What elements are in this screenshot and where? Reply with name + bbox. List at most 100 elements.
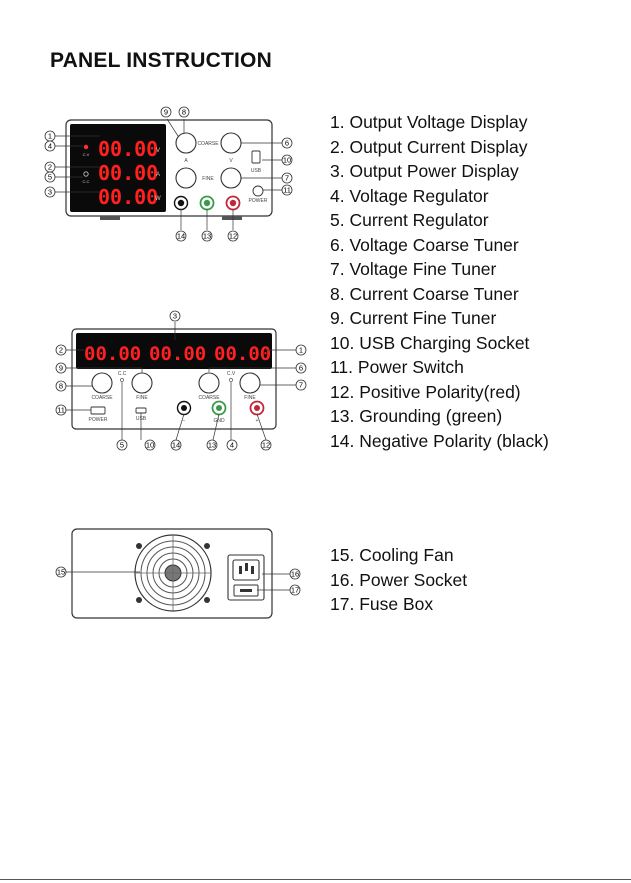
legend-item: 4. Voltage Regulator	[330, 185, 489, 206]
legend-item: 14. Negative Polarity (black)	[330, 430, 549, 451]
callout-16: 16	[291, 570, 299, 579]
callout-13: 13	[203, 232, 211, 241]
callout-13: 13	[208, 441, 216, 450]
coarse-label: COARSE	[198, 395, 220, 401]
callout-circles	[55, 566, 301, 596]
legend-item: 1. Output Voltage Display	[330, 112, 528, 132]
cv-led	[229, 378, 233, 382]
legend-item: 13. Grounding (green)	[330, 406, 503, 426]
usb-label: USB	[251, 168, 262, 174]
legend-item: 7. Voltage Fine Tuner	[330, 259, 497, 279]
power-label: POWER	[89, 417, 108, 423]
callout-3: 3	[173, 312, 177, 321]
voltage-display: 00.00	[98, 137, 158, 161]
current-coarse-knob[interactable]	[175, 132, 197, 154]
legend-item: 2. Output Current Display	[330, 136, 528, 157]
rear-panel: 15 16 17	[55, 528, 301, 619]
callout-17: 17	[291, 586, 299, 595]
leader-lines	[66, 571, 290, 591]
callout-circles	[55, 310, 307, 451]
current-fine-knob[interactable]	[175, 167, 197, 189]
callout-2: 2	[59, 346, 63, 355]
minus-label: −	[183, 418, 186, 424]
legend-item: 3. Output Power Display	[330, 161, 519, 181]
fine-label: FINE	[136, 395, 148, 401]
current-display: 00.00	[98, 161, 158, 185]
display-window	[76, 333, 272, 369]
voltage-display: 00.00	[214, 343, 271, 365]
foot	[100, 216, 120, 220]
coarse-label: COARSE	[197, 141, 219, 147]
knob-v-label: V	[229, 158, 233, 164]
voltage-coarse-knob[interactable]	[198, 372, 220, 394]
positive-terminal-core	[229, 199, 237, 207]
legend-item: 5. Current Regulator	[330, 210, 489, 230]
callout-4: 4	[230, 441, 234, 450]
foot	[222, 216, 242, 220]
negative-terminal-core	[181, 405, 187, 411]
display-window	[70, 124, 166, 212]
callout-10: 10	[283, 156, 291, 165]
callout-5: 5	[120, 441, 124, 450]
legend-item: 6. Voltage Coarse Tuner	[330, 234, 519, 255]
power-display: 00.00	[98, 185, 158, 209]
ground-terminal-core	[203, 199, 211, 207]
legend-item: 15. Cooling Fan	[330, 545, 454, 565]
legend-item: 11. Power Switch	[330, 357, 464, 377]
leader-lines	[55, 118, 282, 230]
callout-12: 12	[229, 232, 237, 241]
fine-label: FINE	[244, 395, 256, 401]
callout-10: 10	[146, 441, 154, 450]
legend-list: 1. Output Voltage Display 2. Output Curr…	[330, 110, 549, 453]
fine-label: FINE	[202, 176, 214, 182]
callout-circles	[44, 106, 293, 242]
unit-w: W	[155, 196, 161, 202]
ground-terminal-core	[216, 405, 222, 411]
positive-terminal-core	[254, 405, 260, 411]
power-display: 00.00	[149, 343, 206, 365]
callout-6: 6	[285, 139, 289, 148]
callout-14: 14	[177, 232, 185, 241]
power-switch[interactable]	[90, 406, 106, 415]
legend-item: 8. Current Coarse Tuner	[330, 283, 519, 304]
legend-rear-list: 15. Cooling Fan 16. Power Socket 17. Fus…	[330, 543, 467, 617]
cc-led	[83, 171, 89, 177]
legend-item: 16. Power Socket	[330, 569, 468, 590]
voltage-fine-knob[interactable]	[239, 372, 261, 394]
front-panel-wide: 00.00 00.00 00.00 COARSE FINE COARSE FIN…	[55, 310, 307, 451]
voltage-fine-knob[interactable]	[220, 167, 242, 189]
usb-socket[interactable]	[135, 407, 147, 414]
usb-socket[interactable]	[251, 150, 261, 164]
bottom-rule	[0, 879, 631, 880]
legend-item: 12. Positive Polarity(red)	[330, 381, 521, 402]
callout-8: 8	[182, 108, 186, 117]
callout-3: 3	[48, 188, 52, 197]
callout-7: 7	[285, 174, 289, 183]
cv-label: C.V	[83, 152, 90, 157]
coarse-label: COARSE	[91, 395, 113, 401]
callout-9: 9	[59, 364, 63, 373]
callout-1: 1	[299, 346, 303, 355]
callout-8: 8	[59, 382, 63, 391]
power-switch[interactable]	[252, 185, 264, 197]
callout-12: 12	[262, 441, 270, 450]
cc-led	[120, 378, 124, 382]
legend-item: 10. USB Charging Socket	[330, 332, 530, 353]
cv-led	[83, 144, 89, 150]
callout-9: 9	[164, 108, 168, 117]
callout-11: 11	[283, 186, 291, 195]
legend-item: 17. Fuse Box	[330, 594, 434, 614]
leader-lines	[66, 322, 296, 441]
voltage-coarse-knob[interactable]	[220, 132, 242, 154]
callout-2: 2	[48, 163, 52, 172]
current-display: 00.00	[84, 343, 141, 365]
page-title: PANEL INSTRUCTION	[50, 49, 272, 72]
front-panel-compact: 00.00 00.00 00.00 V A W C.V C.C COARSE F…	[44, 106, 293, 242]
callout-14: 14	[172, 441, 180, 450]
plus-label: +	[256, 418, 259, 424]
current-coarse-knob[interactable]	[91, 372, 113, 394]
current-fine-knob[interactable]	[131, 372, 153, 394]
cc-label: C.C	[118, 371, 127, 377]
cc-label: C.C	[83, 179, 90, 184]
